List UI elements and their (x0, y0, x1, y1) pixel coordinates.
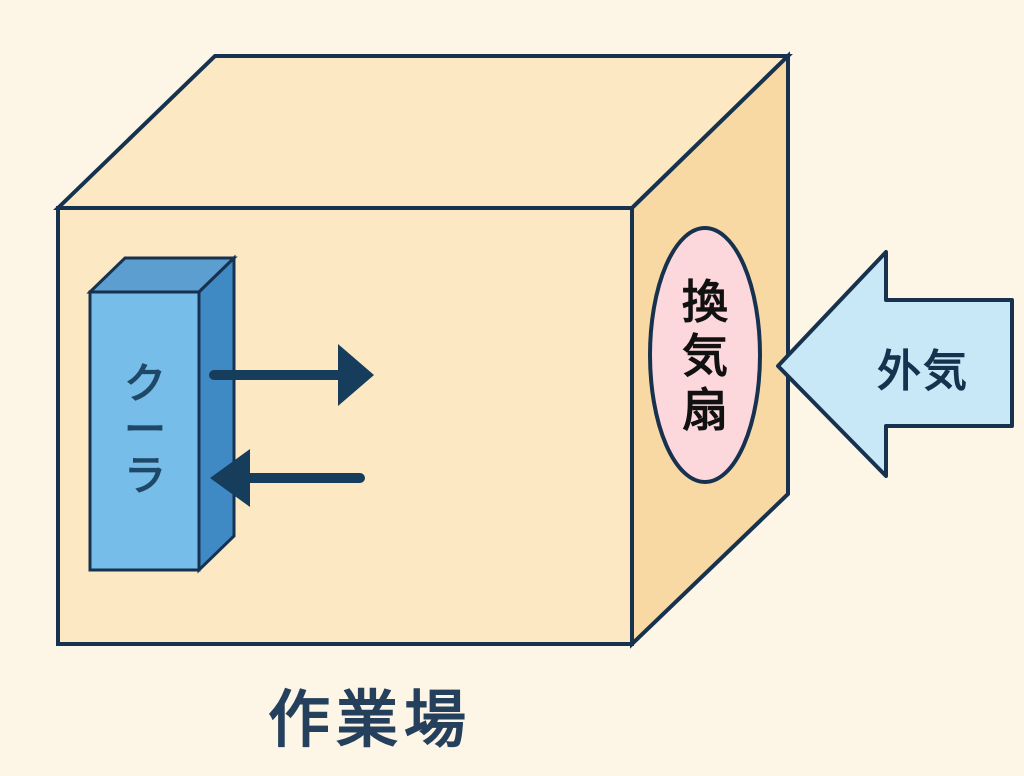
cooler-front-face (88, 290, 201, 572)
outside-air-arrow-icon (776, 250, 1014, 478)
cooler-label: ク ー ラ (92, 292, 198, 568)
cooler-inflow-arrowhead (210, 449, 250, 507)
room-label: 作業場 (267, 683, 472, 756)
fan-label-char-2: 気 (682, 329, 728, 383)
cooler-label-char-3: ラ (123, 451, 166, 500)
ventilation-fan-icon (648, 226, 762, 484)
cooler-outflow-arrowhead (338, 344, 374, 406)
cooler-side-face (197, 254, 236, 574)
fan-label-char-1: 換 (682, 275, 728, 329)
outside-air-label: 外気 (877, 346, 969, 397)
fan-label: 換 気 扇 (650, 230, 760, 482)
cooler-label-char-2: ー (123, 405, 166, 454)
fan-label-char-3: 扇 (682, 383, 728, 437)
cooler-label-char-1: ク (123, 359, 166, 408)
